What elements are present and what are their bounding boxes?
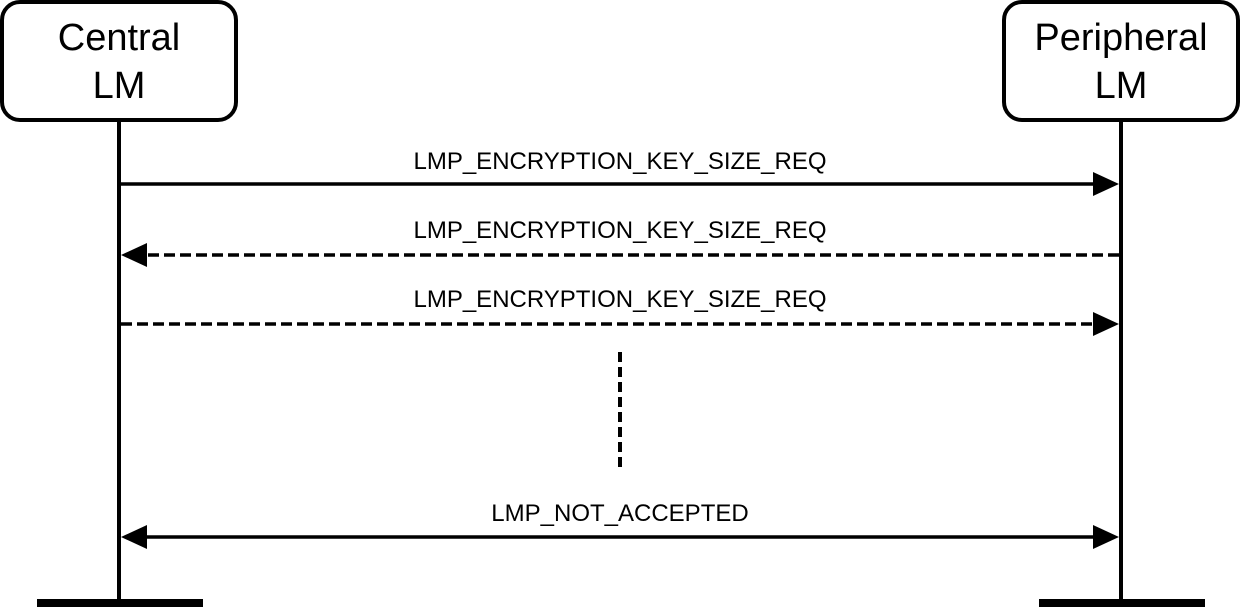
participant-peripheral-label-line1: Peripheral [1034,17,1207,59]
message-4: LMP_NOT_ACCEPTED [121,500,1119,549]
participant-central-label-line2: LM [93,65,146,107]
message-1: LMP_ENCRYPTION_KEY_SIZE_REQ [121,148,1119,196]
message-4-label: LMP_NOT_ACCEPTED [491,500,748,527]
message-4-arrowhead-left [121,525,147,549]
message-2-label: LMP_ENCRYPTION_KEY_SIZE_REQ [413,217,826,244]
message-3-arrowhead [1093,312,1119,336]
participant-central-label-line1: Central [58,17,181,59]
message-3: LMP_ENCRYPTION_KEY_SIZE_REQ [121,286,1119,336]
participant-peripheral-label-line2: LM [1095,65,1148,107]
participant-central: Central LM [0,0,238,122]
message-1-arrowhead [1093,172,1119,196]
participant-peripheral: Peripheral LM [1002,0,1240,122]
message-1-label: LMP_ENCRYPTION_KEY_SIZE_REQ [413,148,826,175]
message-3-label: LMP_ENCRYPTION_KEY_SIZE_REQ [413,286,826,313]
message-2: LMP_ENCRYPTION_KEY_SIZE_REQ [121,217,1119,267]
message-4-arrowhead-right [1093,525,1119,549]
message-2-arrowhead [121,243,147,267]
